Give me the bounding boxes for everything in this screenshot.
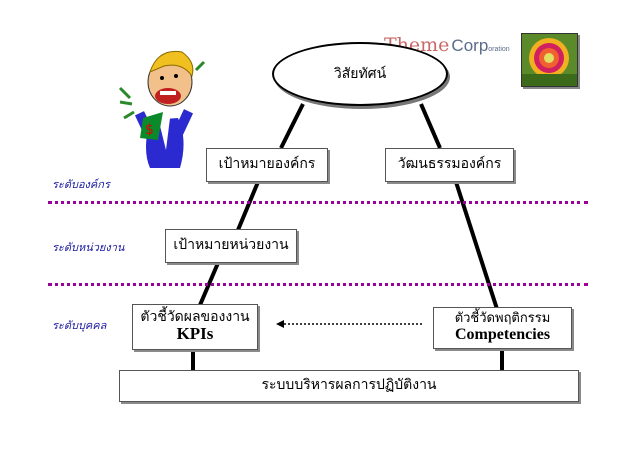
level-label-unit: ระดับหน่วยงาน [52,241,125,254]
competency-subtitle: Competencies [454,326,551,344]
unit-goal-box: เป้าหมายหน่วยงาน [165,229,297,263]
org-goal-box: เป้าหมายองค์กร [206,148,328,182]
org-goal-label: เป้าหมายองค์กร [218,156,316,173]
line-org-goal-to-unit-goal [236,181,260,231]
org-culture-box: วัฒนธรรมองค์กร [385,148,514,182]
competency-title: ตัวชี้วัดพฤติกรรม [454,311,551,327]
vision-label: วิสัยทัศน์ [333,66,387,82]
kpi-subtitle: KPIs [176,324,214,344]
cartoon-man-icon: $ [118,50,206,168]
divider-org-unit [48,201,588,204]
divider-unit-individual [48,283,588,286]
org-culture-label: วัฒนธรรมองค์กร [397,156,502,173]
competency-box: ตัวชี้วัดพฤติกรรม Competencies [433,307,572,349]
level-label-org: ระดับองค์กร [52,178,110,191]
flower-garden-icon [522,34,577,86]
performance-system-label: ระบบบริหารผลการปฏิบัติงาน [261,377,437,394]
line-vision-to-org-goal [279,103,305,149]
brand-suffix: oration [488,46,510,53]
arrow-head [276,320,284,328]
line-vision-to-culture [419,103,442,149]
kpi-title: ตัวชี้วัดผลของงาน [140,308,250,325]
unit-goal-label: เป้าหมายหน่วยงาน [173,237,289,254]
level-label-individual: ระดับบุคคล [52,319,107,332]
brand-corp: Corp [451,36,489,55]
svg-text:$: $ [145,122,154,138]
vision-ellipse: วิสัยทัศน์ [272,42,448,106]
performance-system-box: ระบบบริหารผลการปฏิบัติงาน [119,370,579,402]
kpi-box: ตัวชี้วัดผลของงาน KPIs [132,304,258,350]
decorative-picture [521,33,578,87]
